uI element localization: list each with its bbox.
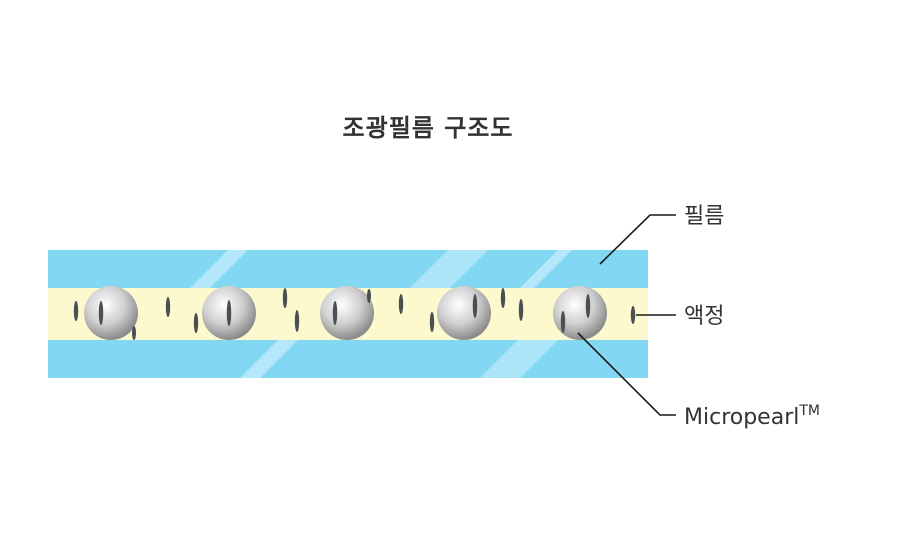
micropearl-callout-line xyxy=(577,332,676,416)
micropearl-group xyxy=(84,286,607,340)
crystal-molecule xyxy=(398,294,404,314)
trademark-mark: TM xyxy=(798,403,820,419)
crystal-molecule xyxy=(193,313,199,333)
film-layer-top xyxy=(48,250,648,288)
film-layer-bottom xyxy=(48,340,648,378)
crystal-molecule xyxy=(500,288,506,308)
crystal-molecule xyxy=(294,310,300,332)
crystal-molecule xyxy=(282,288,288,308)
film-callout-line xyxy=(599,214,676,265)
crystal-molecule xyxy=(98,301,104,325)
callout-lines xyxy=(577,214,676,416)
crystal-molecule xyxy=(560,311,566,333)
crystal-molecule xyxy=(165,297,171,317)
liquid-crystal-label: 액정 xyxy=(684,304,724,329)
micropearl xyxy=(553,286,607,340)
crystal-molecule xyxy=(226,300,232,326)
micropearl xyxy=(84,286,138,340)
crystal-molecule xyxy=(73,301,79,321)
micropearl xyxy=(320,286,374,340)
crystal-molecule xyxy=(429,312,435,332)
diagram-title: 조광필름 구조도 xyxy=(342,114,514,142)
crystal-molecule xyxy=(518,299,524,321)
micropearl-label-text: Micropearl xyxy=(684,405,799,430)
micropearl-label: MicropearlTM xyxy=(684,403,820,430)
liquid-crystal-molecules xyxy=(73,288,636,340)
crystal-molecule xyxy=(585,294,591,318)
crystal-molecule xyxy=(332,301,338,325)
crystal-molecule xyxy=(630,306,636,324)
crystal-molecule xyxy=(367,289,371,303)
film-label: 필름 xyxy=(684,204,724,229)
micropearl xyxy=(437,286,491,340)
crystal-molecule xyxy=(472,294,478,318)
crystal-molecule xyxy=(132,326,136,340)
